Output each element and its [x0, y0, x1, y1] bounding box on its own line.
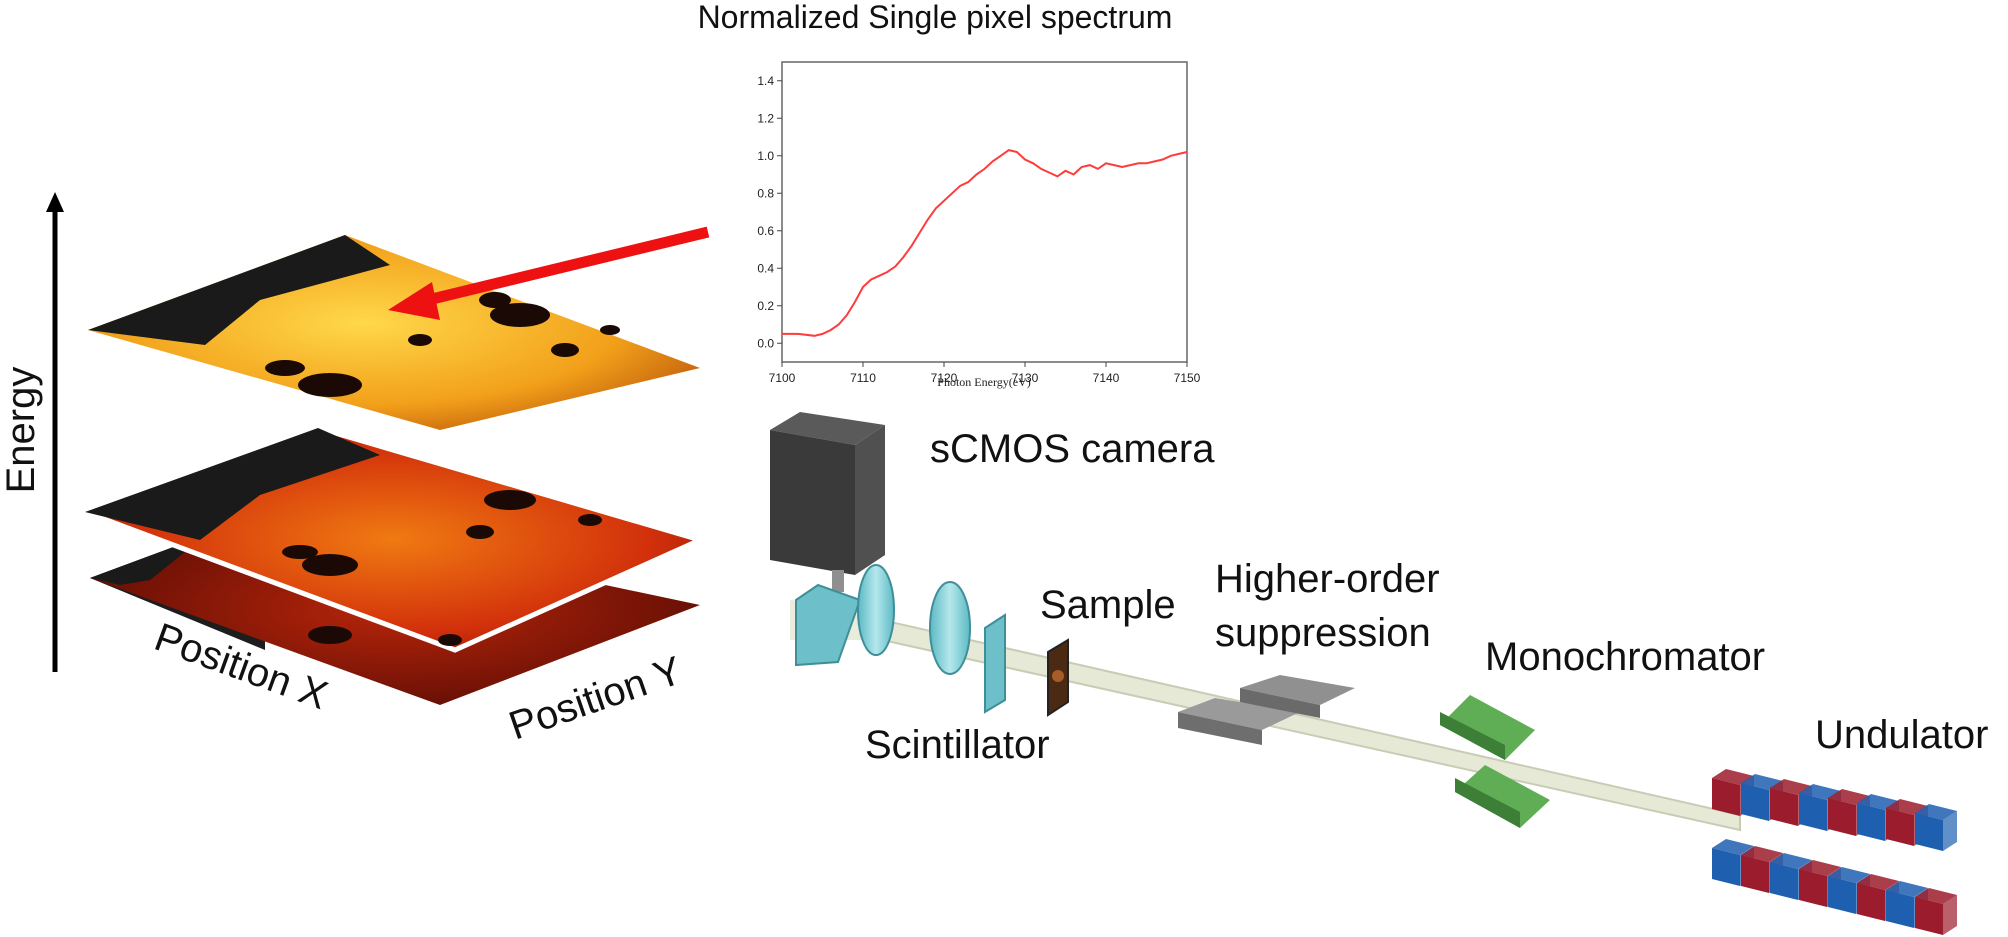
sample-label: Sample	[1040, 583, 1176, 627]
monochromator-label: Monochromator	[1485, 635, 1765, 679]
y-tick-label: 0.8	[757, 186, 774, 200]
y-tick-label: 0.4	[757, 261, 774, 275]
undulator-magnet-bottom	[1915, 888, 1957, 935]
y-tick-label: 0.6	[757, 224, 774, 238]
undulator-magnet-top	[1915, 804, 1957, 851]
x-tick-label: 7120	[931, 371, 958, 385]
x-tick-label: 7100	[769, 371, 796, 385]
spectrum-line	[782, 149, 1188, 337]
y-tick-label: 1.4	[757, 74, 774, 88]
mirrors	[1178, 675, 1355, 745]
x-tick-label: 7130	[1012, 371, 1039, 385]
pointer-arrow	[388, 226, 710, 320]
chart-x-label: Photon Energy(eV)	[937, 375, 1030, 389]
y-tick-label: 0.2	[757, 299, 774, 313]
undulator-label: Undulator	[1815, 713, 1988, 757]
camera-label: sCMOS camera	[930, 427, 1215, 471]
x-tick-label: 7110	[850, 371, 876, 385]
y-tick-label: 0.0	[757, 336, 774, 350]
optics	[795, 564, 1006, 714]
monochromator	[1440, 695, 1550, 828]
chart-title: Normalized Single pixel spectrum	[698, 0, 1173, 35]
energy-label: Energy	[0, 367, 43, 494]
x-tick-label: 7150	[1174, 371, 1201, 385]
scintillator-label: Scintillator	[865, 723, 1050, 767]
y-tick-label: 1.0	[757, 149, 774, 163]
slice-spots	[265, 292, 620, 646]
energy-axis	[46, 192, 64, 672]
x-tick-label: 7140	[1093, 371, 1120, 385]
hos-label-line2: suppression	[1215, 611, 1431, 655]
slice-top	[88, 235, 700, 430]
hos-label-line1: Higher-order	[1215, 557, 1440, 601]
chart-frame	[781, 61, 1188, 363]
camera	[770, 412, 885, 592]
y-tick-label: 1.2	[757, 111, 774, 125]
slice-middle	[77, 425, 708, 653]
sample	[1047, 638, 1069, 717]
undulator	[1712, 769, 1957, 935]
spectrum-chart: 7100 7110 7120 7130 7140 7150 0.0 0.2 0.4 0.6 0.8 1…	[757, 61, 1201, 389]
